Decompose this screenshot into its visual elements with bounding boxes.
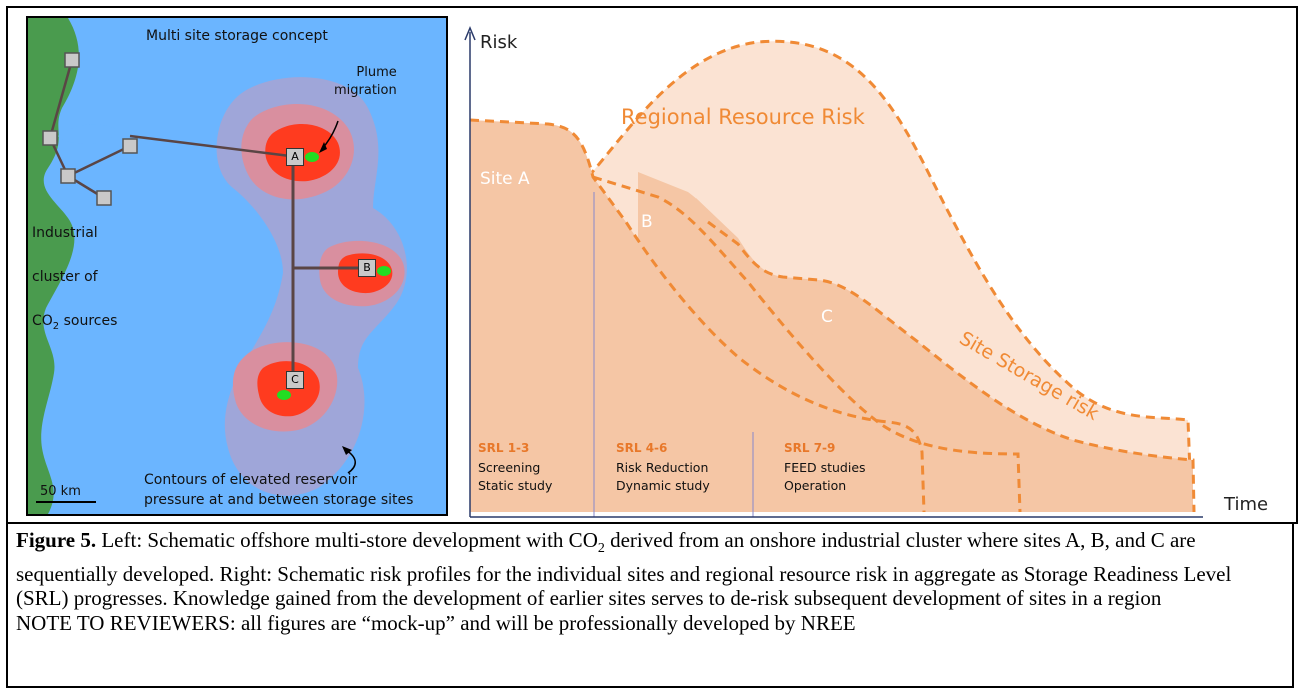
scale-label: 50 km — [40, 484, 81, 499]
y-axis-label: Risk — [480, 32, 518, 53]
stage-3-line2: Operation — [784, 478, 846, 493]
site-a-label: Site A — [480, 169, 530, 189]
stage-3-line1: FEED studies — [784, 460, 866, 475]
site-b-outline — [592, 175, 1022, 513]
cluster-line-3: CO2 sources — [32, 310, 117, 338]
plume-migration-label: Plume migration — [334, 65, 397, 98]
regional-risk-outline — [586, 39, 1192, 473]
cluster-line-2: cluster of — [32, 269, 98, 285]
risk-chart-graphic: Risk Time Regional Resource Risk Site A … — [464, 26, 1268, 518]
co2-subscript: 2 — [52, 320, 60, 332]
x-axis-label: Time — [1223, 494, 1268, 515]
site-c-outline — [707, 220, 1196, 513]
stage-1-line1: Screening — [478, 460, 540, 475]
map-title: Multi site storage concept — [146, 28, 328, 44]
caption-label: Figure 5. — [16, 528, 97, 552]
stage-2-srl: SRL 4-6 — [616, 441, 667, 455]
caption-note: NOTE TO REVIEWERS: all figures are “mock… — [16, 610, 856, 635]
site-b-marker: B — [358, 259, 376, 277]
site-outlines — [469, 118, 1196, 513]
caption-subscript: 2 — [597, 541, 605, 557]
stage-3-srl: SRL 7-9 — [784, 441, 835, 455]
offshore-pipeline — [291, 166, 358, 376]
site-c-marker: C — [286, 371, 304, 389]
y-axis-arrow — [464, 26, 476, 41]
industrial-cluster-label: Industrial cluster of CO2 sources — [32, 200, 117, 360]
caption-text-2: derived from an onshore industrial clust… — [16, 528, 1232, 611]
site-c-label: C — [821, 307, 833, 327]
figure-frame: A B C Multi site storage concept Plume m… — [6, 6, 1298, 524]
site-a-area — [470, 120, 924, 512]
stage-2-line1: Risk Reduction — [616, 460, 708, 475]
coastline-land — [28, 18, 79, 514]
caption-text-1: Left: Schematic offshore multi-store dev… — [96, 528, 598, 552]
source-nodes — [42, 52, 138, 206]
risk-profile-chart: Risk Time Regional Resource Risk Site A … — [458, 12, 1298, 522]
plume-a — [305, 152, 319, 162]
stage-1-srl: SRL 1-3 — [478, 441, 529, 455]
contours-label: Contours of elevated reservoir pressure … — [144, 472, 414, 508]
cluster-line-1: Industrial — [32, 225, 98, 241]
site-a-outline — [469, 118, 926, 513]
regional-risk-label: Regional Resource Risk — [621, 105, 866, 129]
map-graphic — [28, 18, 407, 514]
site-a-marker: A — [286, 148, 304, 166]
plume-c — [277, 390, 291, 400]
stage-2-line2: Dynamic study — [616, 478, 710, 493]
plume-b — [377, 266, 391, 276]
stage-1-line2: Static study — [478, 478, 553, 493]
sources-text: sources — [59, 313, 118, 329]
inlet-water — [58, 124, 115, 144]
multi-site-map: A B C Multi site storage concept Plume m… — [26, 16, 448, 516]
site-b-label: B — [641, 212, 653, 232]
co2-text: CO — [32, 313, 53, 329]
figure-caption: Figure 5. Left: Schematic offshore multi… — [6, 522, 1294, 688]
